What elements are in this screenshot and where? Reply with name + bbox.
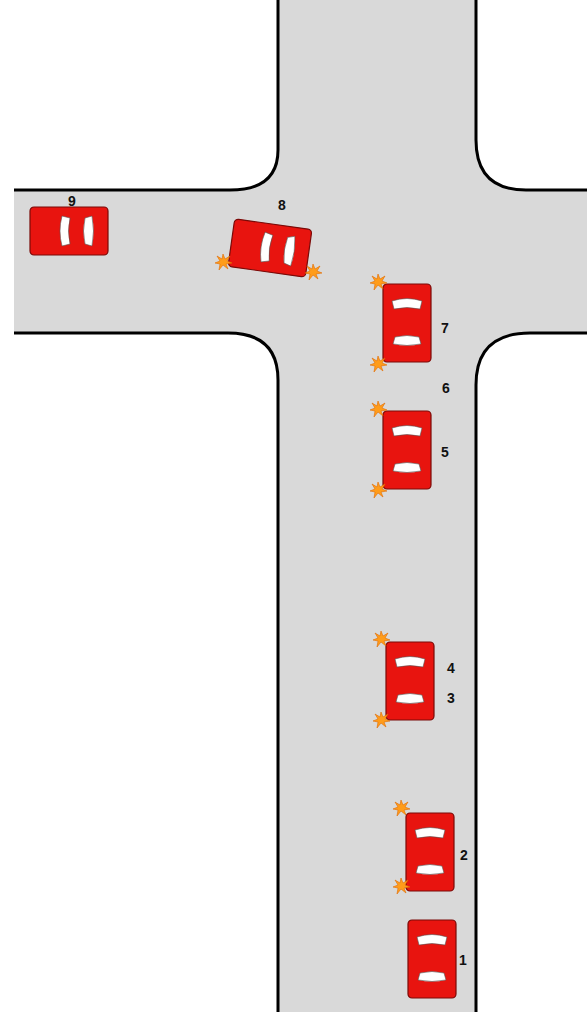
callout-number: 3 (447, 691, 455, 705)
car (228, 219, 312, 277)
callout-number: 4 (447, 661, 455, 675)
callout-number: 9 (68, 194, 76, 208)
car (383, 284, 431, 362)
callout-number: 5 (441, 445, 449, 459)
car (30, 207, 108, 255)
car (383, 411, 431, 489)
callout-number: 7 (441, 321, 449, 335)
callout-number: 6 (442, 381, 450, 395)
car (386, 642, 434, 720)
callout-number: 2 (460, 848, 468, 862)
car (408, 920, 456, 998)
callout-number: 8 (278, 198, 286, 212)
callout-number: 1 (459, 953, 467, 967)
impact-burst (215, 254, 410, 894)
car (406, 813, 454, 891)
